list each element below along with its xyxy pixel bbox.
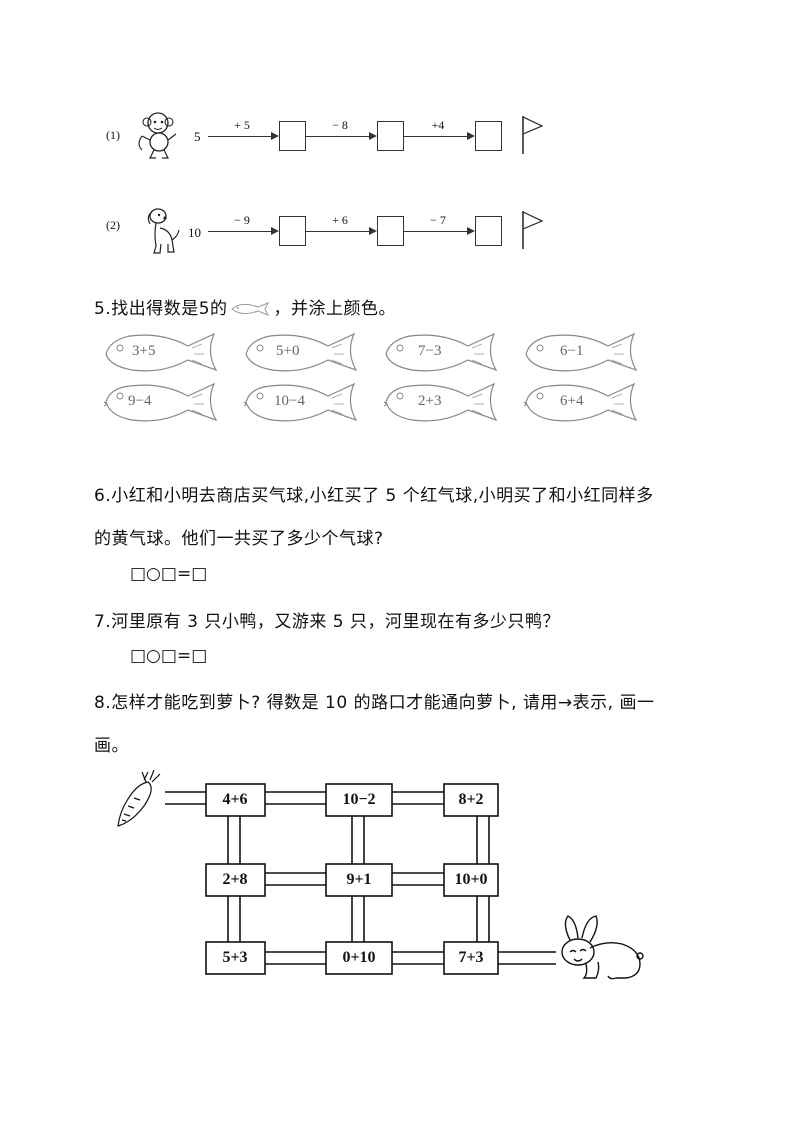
fish-icon: [105, 332, 218, 372]
fish-option[interactable]: 7−3: [382, 330, 500, 374]
fish-icon: [245, 332, 358, 372]
arrow-head: [369, 132, 377, 140]
fish-icon: [230, 302, 269, 316]
answer-box[interactable]: [475, 216, 502, 246]
fish-expression: 5+0: [276, 343, 300, 359]
fish-expression: 6+4: [560, 393, 584, 409]
fish-option[interactable]: 5+0: [242, 330, 360, 374]
fish-icon: [525, 332, 638, 372]
answer-box[interactable]: [279, 121, 306, 151]
maze-cell[interactable]: 9+1: [346, 871, 372, 888]
q8-line-1: 8.怎样才能吃到萝卜? 得数是 10 的路口才能通向萝卜, 请用→表示, 画一: [94, 693, 655, 713]
q5-text-after: ，并涂上颜色。: [273, 299, 397, 319]
arrow-head: [271, 227, 279, 235]
arrow-line: [208, 136, 272, 137]
maze-cell[interactable]: 8+2: [458, 791, 484, 808]
fish-option[interactable]: 9−4: [102, 380, 220, 424]
q6-line-2: 的黄气球。他们一共买了多少个气球?: [94, 529, 384, 549]
fish-option[interactable]: 6+4: [522, 380, 640, 424]
arrow-head: [467, 132, 475, 140]
maze-cell[interactable]: 7+3: [458, 949, 484, 966]
maze-cell[interactable]: 0+10: [342, 949, 376, 966]
operation: − 8: [332, 118, 348, 132]
chain-start: 5: [194, 129, 201, 144]
operation: + 6: [332, 213, 348, 227]
fish-icon: [523, 382, 638, 422]
fish-icon: [243, 382, 358, 422]
operation: + 5: [234, 118, 250, 132]
maze-cell[interactable]: 10−2: [342, 791, 376, 808]
maze-cell[interactable]: 5+3: [222, 949, 248, 966]
operation: − 9: [234, 213, 250, 227]
chain-label: (1): [106, 128, 120, 142]
q7-line-1: 7.河里原有 3 只小鸭，又游来 5 只，河里现在有多少只鸭？: [94, 612, 560, 632]
q6-equation[interactable]: □○□=□: [130, 564, 208, 584]
fish-expression: 6−1: [560, 343, 584, 359]
carrot-icon: [117, 769, 161, 827]
fish-icon: [103, 382, 218, 422]
arrow-line: [208, 231, 272, 232]
operation: +4: [431, 118, 445, 132]
fish-option[interactable]: 3+5: [102, 330, 220, 374]
flag-icon: [522, 116, 544, 154]
q7-equation[interactable]: □○□=□: [130, 646, 208, 666]
fish-icon: [383, 382, 498, 422]
answer-box[interactable]: [377, 216, 404, 246]
fish-option[interactable]: 2+3: [382, 380, 500, 424]
arrow-line: [404, 136, 468, 137]
operation: − 7: [430, 213, 446, 227]
maze-cell[interactable]: 2+8: [222, 871, 248, 888]
arrow-line: [404, 231, 468, 232]
arrow-head: [271, 132, 279, 140]
q8-line-2: 画。: [94, 736, 129, 756]
fish-expression: 2+3: [418, 393, 442, 409]
fish-option[interactable]: 10−4: [242, 380, 360, 424]
maze-cell[interactable]: 4+6: [222, 791, 248, 808]
answer-box[interactable]: [279, 216, 306, 246]
arrow-line: [306, 136, 370, 137]
monkey-icon: [138, 112, 177, 159]
rabbit-icon: [561, 915, 644, 980]
fish-option[interactable]: 6−1: [522, 330, 640, 374]
arrow-head: [369, 227, 377, 235]
answer-box[interactable]: [377, 121, 404, 151]
maze-cell[interactable]: 10+0: [454, 871, 488, 888]
chain-label: (2): [106, 218, 120, 232]
fish-expression: 10−4: [274, 393, 305, 409]
fish-expression: 7−3: [418, 343, 442, 359]
arrow-line: [306, 231, 370, 232]
fish-expression: 9−4: [128, 393, 152, 409]
q6-line-1: 6.小红和小明去商店买气球,小红买了 5 个红气球,小明买了和小红同样多: [94, 486, 654, 506]
fish-expression: 3+5: [132, 343, 156, 359]
answer-box[interactable]: [475, 121, 502, 151]
dog-icon: [147, 208, 180, 254]
q5-text-before: 5.找出得数是5的: [94, 299, 228, 319]
q5-title: 5.找出得数是5的 ，并涂上颜色。: [94, 294, 396, 319]
chain-start: 10: [188, 225, 201, 240]
fish-icon: [385, 332, 498, 372]
flag-icon: [522, 211, 544, 249]
arrow-head: [467, 227, 475, 235]
